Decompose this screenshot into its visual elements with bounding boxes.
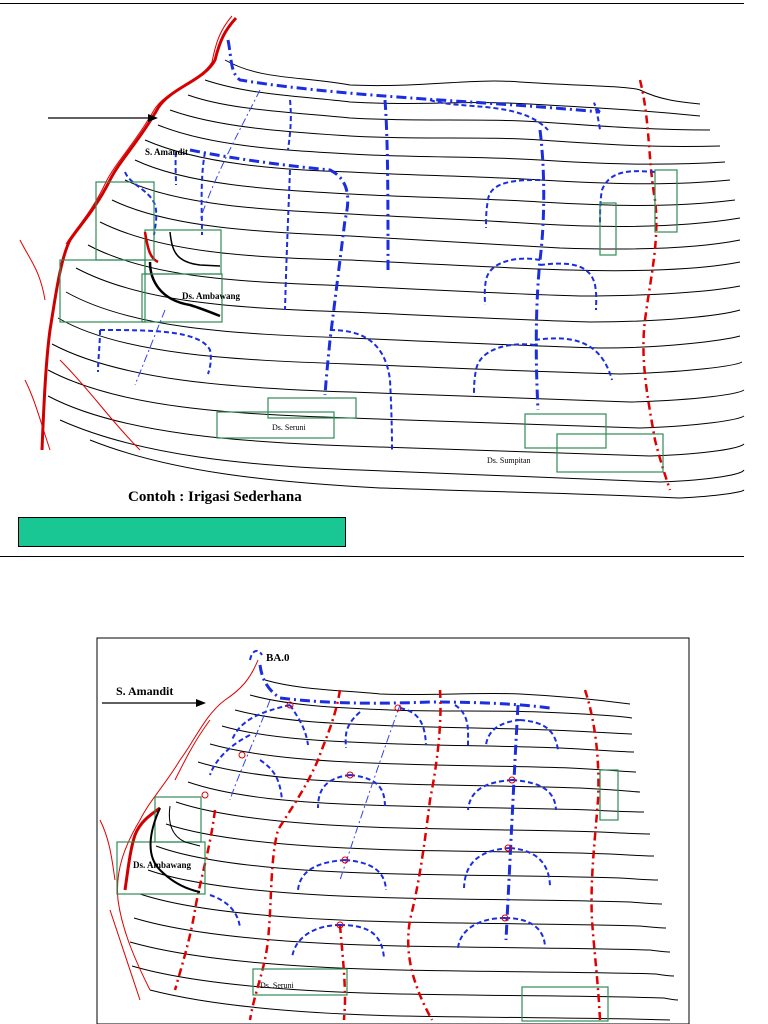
secondary-canals — [97, 89, 656, 453]
contour-lines — [47, 59, 745, 499]
river-label: S. Amandit — [145, 147, 188, 157]
secondary-canals — [209, 649, 559, 959]
village-label-seruni: Ds. Seruni — [260, 981, 295, 990]
contour-lines — [129, 679, 679, 1021]
river-label: S. Amandit — [116, 684, 173, 698]
division-nodes — [201, 701, 516, 929]
village-label-ambawang: Ds. Ambawang — [182, 291, 241, 301]
river-pointer-arrow — [102, 699, 206, 707]
main-canals — [189, 39, 672, 491]
village-label-seruni: Ds. Seruni — [272, 423, 307, 432]
caption-color-bar — [18, 517, 346, 547]
river-pointer-arrow — [48, 114, 158, 122]
village-boxes — [116, 769, 619, 1022]
village-label-ambawang: Ds. Ambawang — [133, 860, 192, 870]
top-rule — [0, 3, 744, 4]
irrigation-map-1: S. Amandit Ds. Ambawang Ds. Seruni Ds. S… — [19, 15, 745, 505]
river-amandit — [19, 15, 238, 451]
weir-label: BA.0 — [266, 652, 290, 664]
village-label-sumpitan: Ds. Sumpitan — [487, 456, 531, 465]
map-frame — [96, 637, 690, 1024]
main-canals — [173, 664, 602, 1021]
middle-rule — [0, 556, 744, 557]
diagram-caption: Contoh : Irigasi Sederhana — [128, 489, 302, 505]
village-boxes — [59, 169, 678, 473]
river-amandit — [99, 659, 259, 1001]
